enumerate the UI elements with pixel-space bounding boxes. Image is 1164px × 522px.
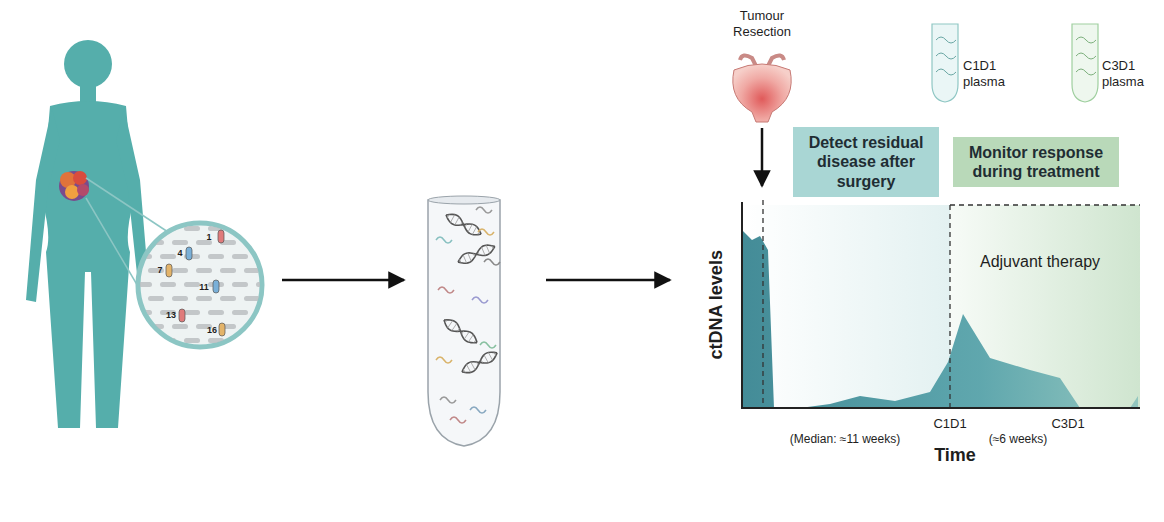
ctdna-area (742, 230, 1138, 408)
callout-number: 13 (166, 310, 176, 321)
bladder-icon (733, 55, 791, 122)
label-text: C3D1 (1051, 416, 1084, 431)
label-text: 16 (207, 325, 217, 335)
label-text: Tumour Resection (733, 8, 791, 39)
plasma-tube (428, 200, 500, 446)
label-text: 11 (199, 282, 209, 292)
callout-number: 16 (207, 325, 217, 336)
callout-number: 1 (206, 232, 211, 243)
label-text: 4 (177, 248, 182, 258)
label-text: 13 (166, 310, 176, 320)
sample-label: C3D1 plasma (1102, 58, 1146, 89)
label-text: Adjuvant therapy (980, 253, 1100, 270)
resection-arrow (761, 128, 764, 186)
callout-number: 11 (199, 282, 209, 293)
label-text: (≈6 weeks) (989, 432, 1048, 446)
tumour (59, 171, 89, 201)
label-text: C1D1 (933, 416, 966, 431)
callout-number: 4 (177, 248, 182, 259)
box-text: Detect residual disease after surgery (801, 133, 931, 191)
chart-axes (741, 202, 1140, 409)
tick-label: C3D1 (1051, 416, 1084, 432)
chromosome-markers (166, 230, 225, 336)
phase-label: Adjuvant therapy (980, 252, 1100, 271)
label-text: 1 (206, 232, 211, 242)
label-text: Time (934, 445, 976, 465)
label-text: ctDNA levels (706, 250, 726, 359)
tick-label: C1D1 (933, 416, 966, 432)
interval-label: (Median: ≈11 weeks) (790, 432, 900, 446)
magnified-cell (138, 223, 262, 347)
flow-arrow (546, 279, 670, 282)
axis-title: Time (934, 445, 976, 467)
flow-arrow (282, 279, 404, 282)
sample-label: C1D1 plasma (963, 58, 1007, 89)
chart-region (743, 205, 950, 408)
event-label: Tumour Resection (722, 8, 802, 39)
plasma-tube-small (932, 24, 958, 102)
chromosome-pattern (136, 226, 284, 343)
dna-fragments (436, 207, 500, 423)
label-text: (Median: ≈11 weeks) (790, 432, 900, 446)
callout-number: 7 (157, 265, 162, 276)
label-text: C3D1 plasma (1102, 58, 1144, 89)
stage-box: Monitor response during treatment (953, 137, 1119, 187)
stage-box: Detect residual disease after surgery (793, 127, 939, 197)
interval-label: (≈6 weeks) (989, 432, 1048, 446)
dashed-guides (763, 200, 1140, 408)
tube-rim (428, 196, 500, 204)
box-text: Monitor response during treatment (961, 143, 1111, 181)
label-text: 7 (157, 265, 162, 275)
human-silhouette (26, 40, 150, 428)
label-text: C1D1 plasma (963, 58, 1005, 89)
plasma-tube-small (1072, 24, 1098, 102)
axis-title: ctDNA levels (706, 250, 728, 359)
